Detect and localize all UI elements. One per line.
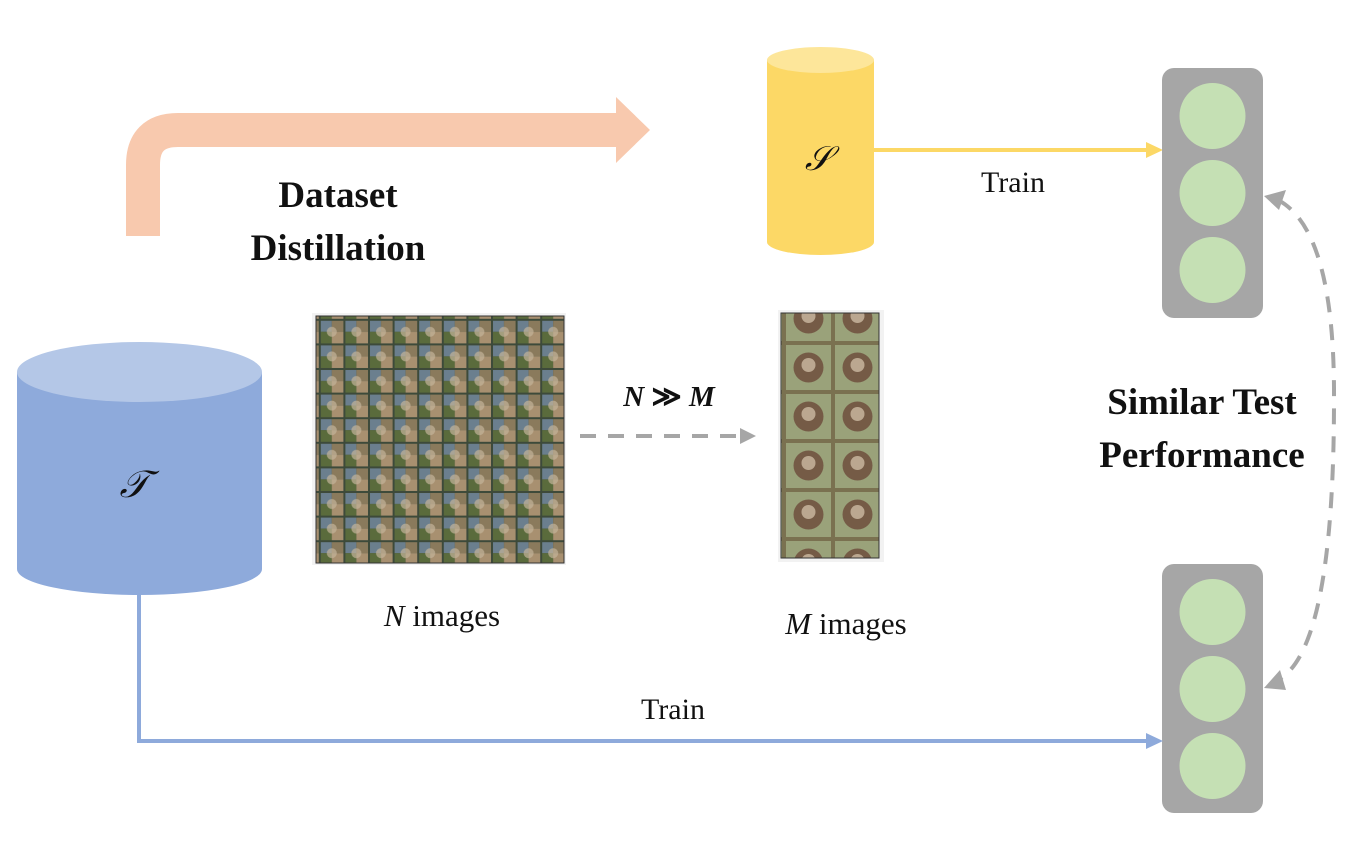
model-bottom-neuron <box>1179 656 1246 722</box>
real-images-caption: N images <box>383 598 500 633</box>
real-train-arrow-head <box>1146 733 1163 749</box>
relation-label: N ≫ M <box>622 381 716 413</box>
model-top-neuron <box>1179 160 1246 226</box>
relation-op: ≫ <box>644 381 689 413</box>
real-images-var: N <box>383 598 407 633</box>
synthetic-images-caption-text: images <box>811 606 907 641</box>
train-bottom-label: Train <box>641 693 705 726</box>
model-top-neuron <box>1179 83 1246 149</box>
train-top-label: Train <box>981 166 1045 199</box>
similarity-line2: Performance <box>1099 435 1304 476</box>
compression-dashed-arrow-head <box>740 428 756 444</box>
synthetic-images-var: M <box>784 606 813 641</box>
relation-right: M <box>688 381 716 413</box>
distillation-arrow-head <box>616 97 650 163</box>
model-bottom <box>1162 564 1263 813</box>
real-dataset-cylinder <box>17 342 262 595</box>
real-images-caption-text: images <box>405 598 501 633</box>
real-images-grid <box>312 313 566 565</box>
similarity-line1: Similar Test <box>1107 382 1297 423</box>
similarity-arrow-head-top <box>1264 190 1286 210</box>
model-bottom-neuron <box>1179 733 1246 799</box>
synthetic-dataset-cylinder <box>767 47 874 255</box>
synthetic-images-caption: M images <box>784 606 906 641</box>
relation-left: N <box>622 381 645 413</box>
real-train-arrow <box>137 595 1148 743</box>
distillation-label-line1: Dataset <box>278 175 398 216</box>
synthetic-train-arrow-head <box>1146 142 1163 158</box>
synthetic-images-grid <box>778 310 884 562</box>
model-top <box>1162 68 1263 318</box>
distillation-label-line2: Distillation <box>251 228 426 269</box>
model-bottom-neuron <box>1179 579 1246 645</box>
similarity-dashed-arrow <box>1277 198 1337 682</box>
model-top-neuron <box>1179 237 1246 303</box>
distillation-arrow <box>126 113 620 236</box>
similarity-arrow-head-bottom <box>1264 670 1286 690</box>
